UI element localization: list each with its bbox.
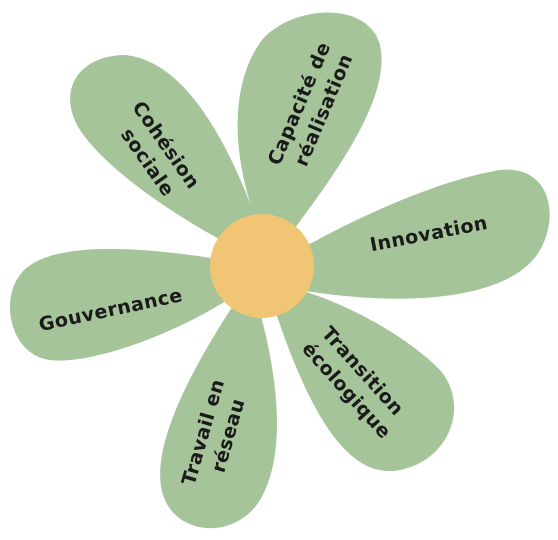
petal-cohesion [70,55,260,250]
petal-innovation [290,169,550,299]
petal-transition [270,285,455,472]
petal-gouvernance [10,248,235,361]
flower-center [210,214,314,318]
petal-travail [160,295,277,529]
petal-capacite [237,12,382,235]
